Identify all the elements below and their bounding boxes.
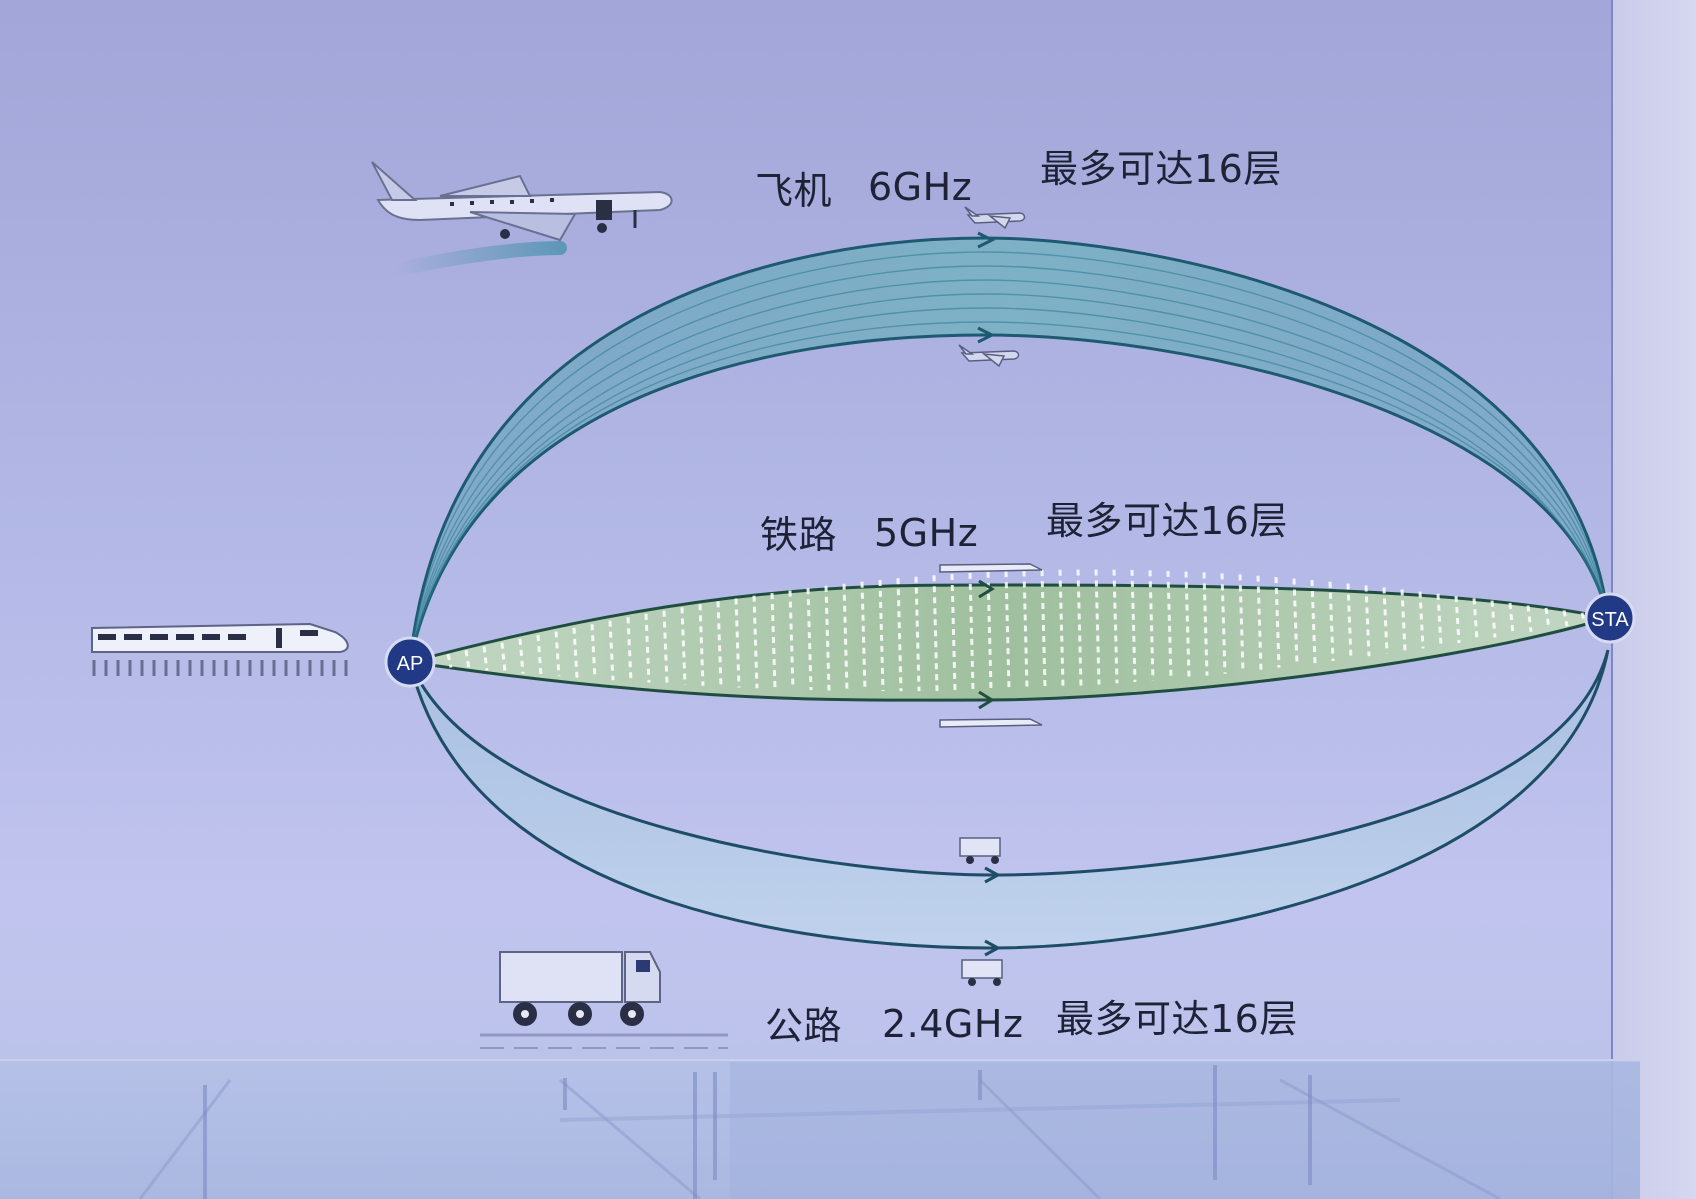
mid-inner-arrow-icon [978,690,995,710]
band-tick [1310,580,1317,664]
band-2-4ghz-capacity: 最多可达16层 [1056,997,1298,1041]
band-tick [1328,581,1335,662]
band-tick [1544,607,1551,630]
band-tick [536,635,543,675]
band-tick [1040,569,1047,688]
small-train-icon [939,563,1043,573]
band-5ghz-capacity: 最多可达16层 [1046,499,1288,543]
band-tick [860,581,867,692]
band-tick [662,610,669,684]
top-arrow-icon [977,231,996,249]
band-tick [1472,598,1479,641]
band-6ghz-mode: 飞机 [755,169,833,213]
band-5ghz-mode: 铁路 [760,513,838,557]
band-tick [734,598,741,688]
band-tick [1076,569,1083,686]
band-6ghz-arc [408,231,1610,663]
band-tick [1580,612,1587,624]
band-tick [1436,593,1443,646]
band-tick [482,646,489,671]
ap-node: AP [384,636,436,688]
sta-node: STA [1584,592,1636,644]
band-tick [680,607,687,685]
band-tick [1346,583,1353,659]
truck-icon [480,951,728,1049]
band-tick [896,578,903,692]
small-airplane-icon [958,344,1020,368]
road-background [0,1059,1640,1199]
band-tick [644,613,651,683]
band-tick [1256,575,1263,670]
band-2-4ghz-mode: 公路 [765,1004,843,1048]
band-tick [1508,602,1515,635]
band-tick [698,604,705,686]
band-tick [500,642,507,673]
airplane-icon [371,161,673,277]
band-6ghz-capacity: 最多可达16层 [1040,147,1282,191]
band-2-4ghz-frequency: 2.4GHz [882,1002,1024,1046]
band-tick [968,572,975,691]
band-tick [590,624,597,680]
small-truck-icon [959,837,1001,864]
bot-inner-arrow-icon [984,939,1002,957]
band-tick [608,620,615,681]
small-train-icon [939,718,1043,728]
band-tick [788,590,795,690]
band-tick [1364,585,1371,657]
band-tick [446,653,453,668]
band-6ghz-frequency: 6GHz [868,165,973,209]
band-tick [1148,570,1155,681]
train-icon [91,622,349,676]
band-tick [716,601,723,687]
band-tick [806,588,813,691]
band-tick [914,576,921,692]
mid-arrow-icon [978,579,995,599]
band-tick [878,579,885,692]
band-tick [1526,605,1533,633]
band-tick [752,595,759,689]
band-tick [1184,571,1191,678]
band-tick [1454,595,1461,644]
band-tick [1166,570,1173,679]
band-tick [932,575,939,691]
svg-text:STA: STA [1591,609,1629,631]
band-tick [1130,569,1137,682]
band-tick [1238,574,1245,672]
band-tick [1562,610,1569,627]
small-airplane-icon [964,206,1026,230]
band-tick [1418,591,1425,649]
band-tick [1022,570,1029,689]
band-5ghz-frequency: 5GHz [874,511,979,555]
band-tick [464,650,471,670]
bot-arrow-icon [984,866,1002,884]
band-5ghz-arc [409,569,1609,710]
band-tick [1382,587,1389,654]
band-tick [950,573,957,691]
band-tick [770,593,777,690]
band-tick [1274,577,1281,668]
top-inner-arrow-icon [977,326,996,344]
band-2-4ghz-arc [408,649,1610,957]
band-tick [986,571,993,690]
band-tick [1058,569,1065,687]
band-tick [842,583,849,691]
svg-text:AP: AP [397,653,424,675]
band-tick [1094,569,1101,685]
band-tick [1292,578,1299,666]
band-tick [572,627,579,678]
band-5ghz-ticks [428,569,1587,692]
band-tick [1220,573,1227,674]
band-tick [554,631,561,677]
small-truck-icon [961,959,1003,986]
band-tick [1004,571,1011,690]
band-tick [518,638,525,674]
band-tick [1112,569,1119,684]
